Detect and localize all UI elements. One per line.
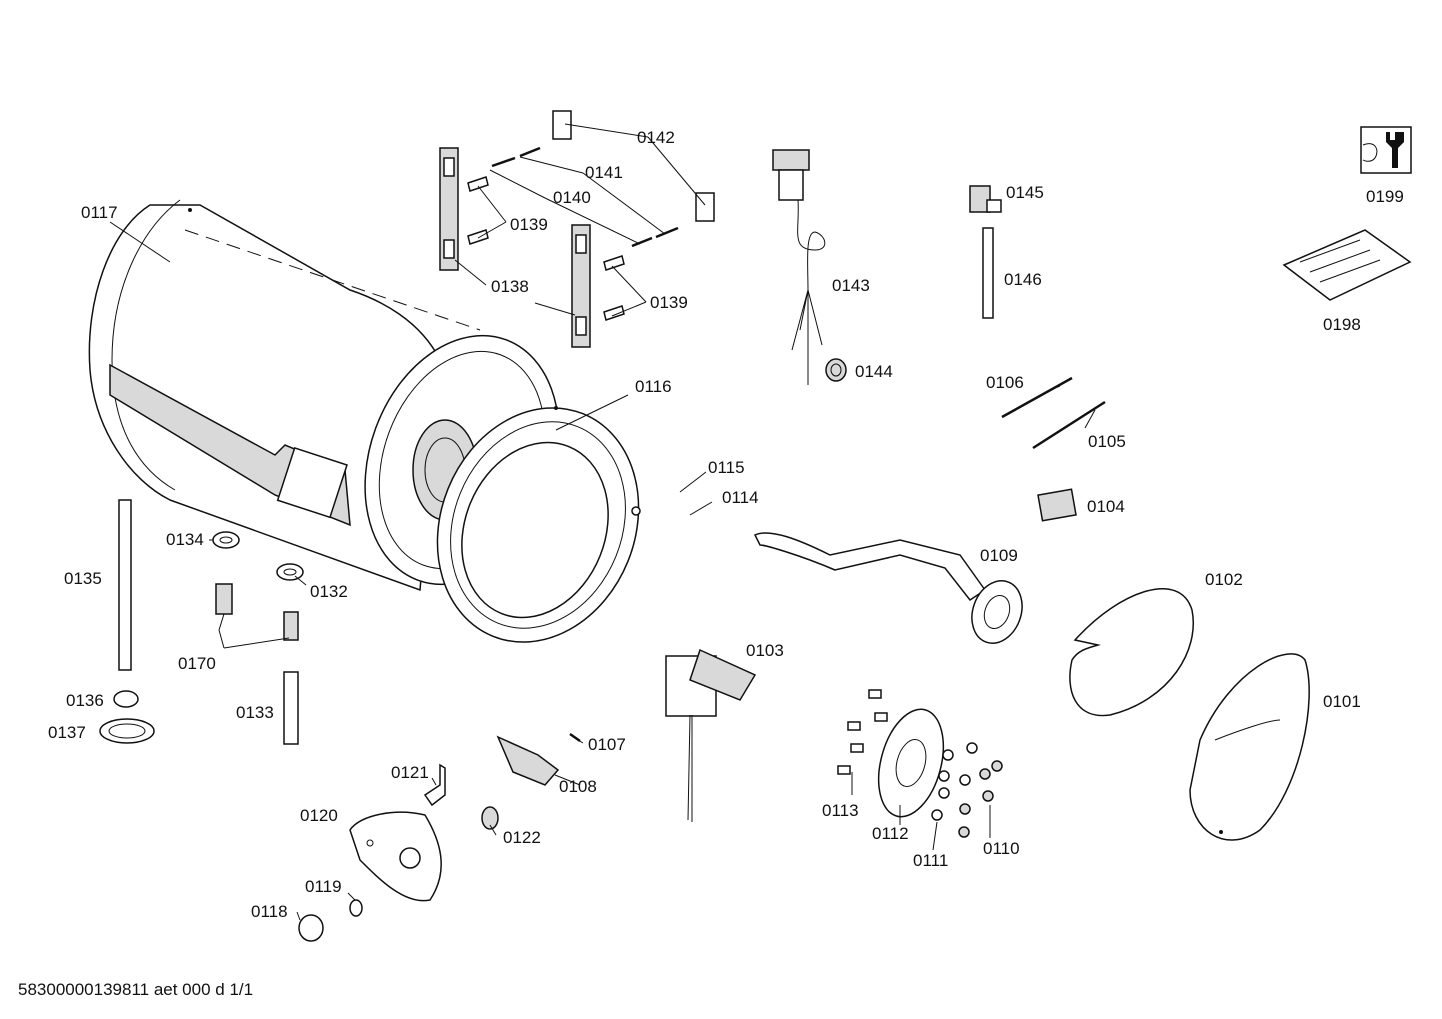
end-cover-part-0101 [1189,653,1310,841]
label-0108: 0108 [559,777,597,796]
flange-kit-part-0110-0113 [837,689,1003,838]
front-panel-part-0120 [349,811,442,902]
label-0101: 0101 [1323,692,1361,711]
label-0121: 0121 [391,763,429,782]
drawing-code: 58300000139811 aet 000 d 1/1 [18,980,254,999]
label-0107: 0107 [588,735,626,754]
label-0113: 0113 [822,801,859,820]
washer-part-0132 [276,563,304,581]
wall-plates-part-0142 [552,110,715,222]
dip-tube-part-0146 [982,227,994,319]
label-0145: 0145 [1006,183,1044,202]
label-0132: 0132 [310,582,348,601]
knob-part-0122 [481,806,499,830]
label-0170: 0170 [178,654,216,673]
seal-part-0137 [99,718,155,744]
label-0111: 0111 [913,851,948,870]
tube-part-0133 [283,671,299,745]
heating-element-part-0109 [753,532,1023,644]
label-0142: 0142 [637,128,675,147]
tank-body-part-0117 [88,199,560,592]
label-0135: 0135 [64,569,102,588]
label-0141: 0141 [585,163,623,182]
pipe-part-0135 [118,499,132,671]
power-cable-part-0143 [772,149,826,385]
label-0136: 0136 [66,691,104,710]
wrench-icon [1360,126,1412,174]
label-0109: 0109 [980,546,1018,565]
label-0105: 0105 [1088,432,1126,451]
label-0137: 0137 [48,723,86,742]
label-0106: 0106 [986,373,1024,392]
screws-part-0139 [467,176,625,321]
label-0198: 0198 [1323,315,1361,334]
label-0140: 0140 [553,188,591,207]
ring-part-0119 [349,899,363,917]
valve-part-0145 [969,185,1002,213]
label-0103: 0103 [746,641,784,660]
bracket-part-0138-upper [439,147,459,271]
label-0104: 0104 [1087,497,1125,516]
bracket-part-0138-lower [571,224,591,348]
label-0199: 0199 [1366,187,1404,206]
gasket-part-0102 [1069,587,1194,717]
studs-part-0140-0141 [491,146,679,248]
fittings-part-0170 [215,583,299,641]
label-0144: 0144 [855,362,893,381]
label-0110: 0110 [983,839,1020,858]
label-0133: 0133 [236,703,274,722]
label-0102: 0102 [1205,570,1243,589]
anode-rods-part-0105-0106 [1001,376,1106,450]
label-0112: 0112 [872,824,909,843]
front-ring-part-0116 [436,406,641,643]
screw-kit-icon [1282,229,1412,301]
label-0114: 0114 [722,488,759,507]
label-0134: 0134 [166,530,204,549]
label-0143: 0143 [832,276,870,295]
label-0116: 0116 [635,377,672,396]
control-box-part-0103 [665,648,757,822]
switch-part-0108 [496,735,560,786]
label-0120: 0120 [300,806,338,825]
cap-part-0118 [298,914,324,942]
thermostat-part-0104 [1037,488,1077,522]
label-0138: 0138 [491,277,529,296]
washer-part-0134 [212,531,240,549]
nut-part-0136 [113,690,139,708]
bracket-part-0121 [423,763,446,807]
label-0122: 0122 [503,828,541,847]
label-0139-upper: 0139 [510,215,548,234]
cable-gland-part-0144 [825,358,847,382]
label-0146: 0146 [1004,270,1042,289]
label-0117: 0117 [81,203,118,222]
label-0139-lower: 0139 [650,293,688,312]
label-0115: 0115 [708,458,745,477]
leader-lines [109,123,1096,921]
label-0118: 0118 [251,902,288,921]
label-0119: 0119 [305,877,342,896]
